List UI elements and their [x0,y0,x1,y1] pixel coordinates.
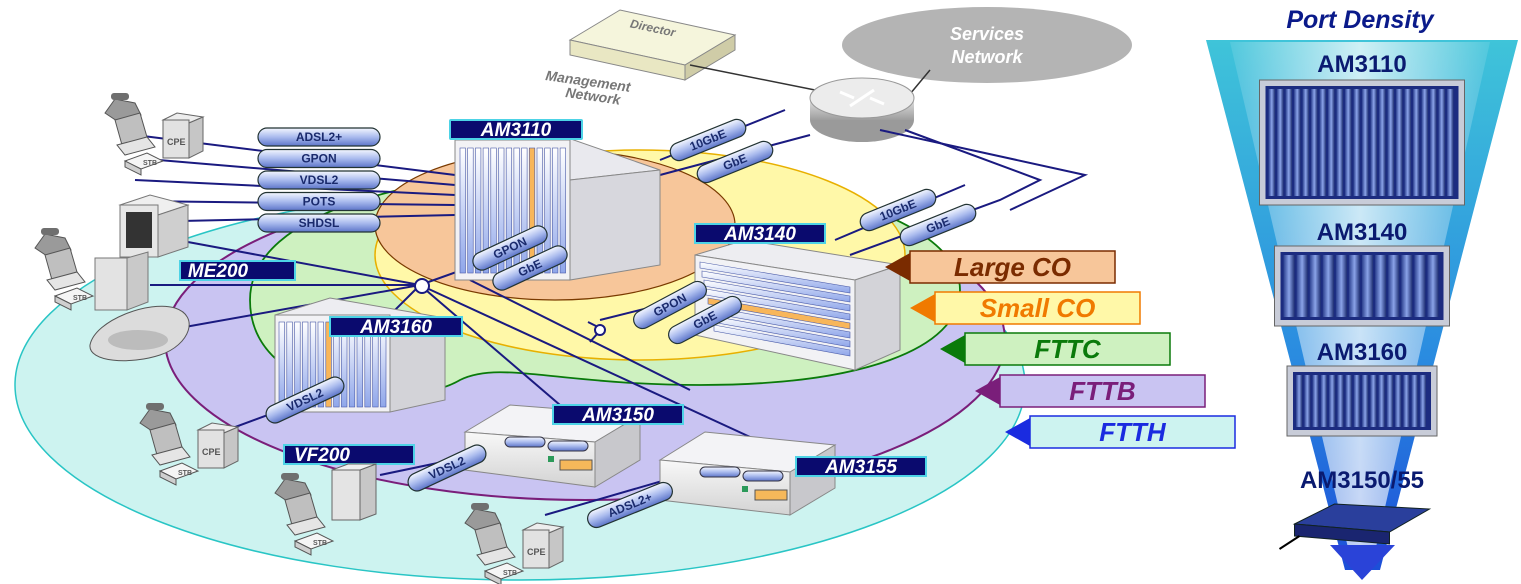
services-network-cloud: Services Network [842,7,1132,83]
pill-gbe-am3140: GbE [668,295,742,345]
svg-text:Large CO: Large CO [954,252,1071,282]
stb-icon: STB [293,532,335,556]
stb-icon: STB [483,562,525,584]
am3140-badge [694,223,826,244]
stb-label: STB [178,470,192,477]
stb-label: STB [503,570,517,577]
cpe-cluster-2: STB [34,228,95,311]
svg-text:AM3140: AM3140 [1317,219,1408,246]
zone-label-ftth: FTTH [1005,415,1236,449]
pill-gbe-am3110: GbE [492,245,568,291]
stb-label: STB [313,540,327,547]
me200-badge [179,260,296,281]
vf200-label: VF200 [294,445,350,466]
equipment-photo [1286,365,1438,437]
pill-gbe-1: GbE [696,140,774,184]
stb-icon: STB [158,462,200,486]
laptop-icon [44,247,86,291]
svg-text:AM3110: AM3110 [1317,51,1406,78]
port-density-title: Port Density [1286,6,1434,34]
sidebar-item-am3160: AM3160 [1286,339,1438,437]
svg-text:AM3160: AM3160 [1317,339,1408,366]
splitter-node [414,278,430,294]
zone-label-fttb: FTTB [975,374,1206,408]
cpe-modem: CPE [161,112,205,159]
svg-text:ADSL2+: ADSL2+ [296,130,342,144]
pill-gbe-2: GbE [899,203,977,247]
pill-gpon-am3110: GPON [472,225,548,271]
svg-text:VDSL2: VDSL2 [300,173,339,187]
am3150-label: AM3150 [581,405,654,426]
svg-text:SHDSL: SHDSL [299,216,340,230]
am3140-chassis [694,239,901,371]
pill-gpon: GPON [257,148,381,169]
stb-label: STB [73,295,87,302]
pill-adsl2plus: ADSL2+ [257,127,381,147]
laptop-icon [284,492,326,536]
pill-vdsl2: VDSL2 [257,170,381,190]
am3160-badge [329,316,463,337]
cpe-label: CPE [527,547,546,557]
zone-label-fttc: FTTC [940,332,1171,366]
cpe-modem: CPE [196,422,240,469]
stb-label: STB [143,160,157,167]
cpe-modem: CPE [521,522,565,569]
svg-text:FTTB: FTTB [1069,376,1135,406]
laptop-icon [114,112,156,156]
router-icon [809,77,915,142]
mgmt-network-label-2: Network [565,84,623,108]
svg-text:GPON: GPON [301,152,336,166]
cpe-cluster-5: STB CPE [464,503,565,584]
pill-pots: POTS [257,191,381,212]
director-server: Director [568,9,737,81]
svg-text:AM3150/55: AM3150/55 [1300,467,1424,494]
cpe-label: CPE [167,137,186,147]
cpe-cluster-3: STB CPE [139,403,240,486]
sidebar-item-am3140: AM3140 [1274,219,1450,327]
equipment-photo [1274,245,1450,327]
sidebar-item-am3150-55: AM3150/55 [1278,467,1432,550]
cpe-label: CPE [202,447,221,457]
am3110-badge [449,119,583,140]
sidebar-item-am3110: AM3110 [1259,51,1465,206]
am3150-badge [552,404,684,425]
pill-shdsl: SHDSL [257,213,381,233]
zone-label-large-co: Large CO [885,250,1116,284]
equipment-photo [1278,503,1432,550]
svg-text:FTTH: FTTH [1099,417,1167,447]
me200-devices [89,194,190,362]
equipment-photo [1259,79,1465,206]
am3155-label: AM3155 [824,457,897,478]
am3155-badge [795,456,927,477]
stb-icon: STB [53,287,95,311]
vf200-cabinet [331,463,377,521]
am3160-label: AM3160 [359,317,432,338]
zone-label-small-co: Small CO [910,291,1141,325]
me200-label: ME200 [188,261,249,282]
laptop-icon [474,522,516,566]
cpe-cluster-4: STB [274,473,335,556]
svg-text:POTS: POTS [303,195,336,209]
svg-text:FTTC: FTTC [1034,334,1102,364]
svg-text:Small CO: Small CO [980,293,1096,323]
am3155-box [658,431,837,516]
services-network-label-2: Network [951,47,1023,67]
cpe-cluster-1: STB CPE [104,93,205,176]
am3140-label: AM3140 [723,224,796,245]
laptop-icon [149,422,191,466]
stb-icon: STB [123,152,165,176]
services-network-label-1: Services [950,24,1024,44]
am3110-label: AM3110 [480,120,552,141]
splitter-small [587,321,606,343]
